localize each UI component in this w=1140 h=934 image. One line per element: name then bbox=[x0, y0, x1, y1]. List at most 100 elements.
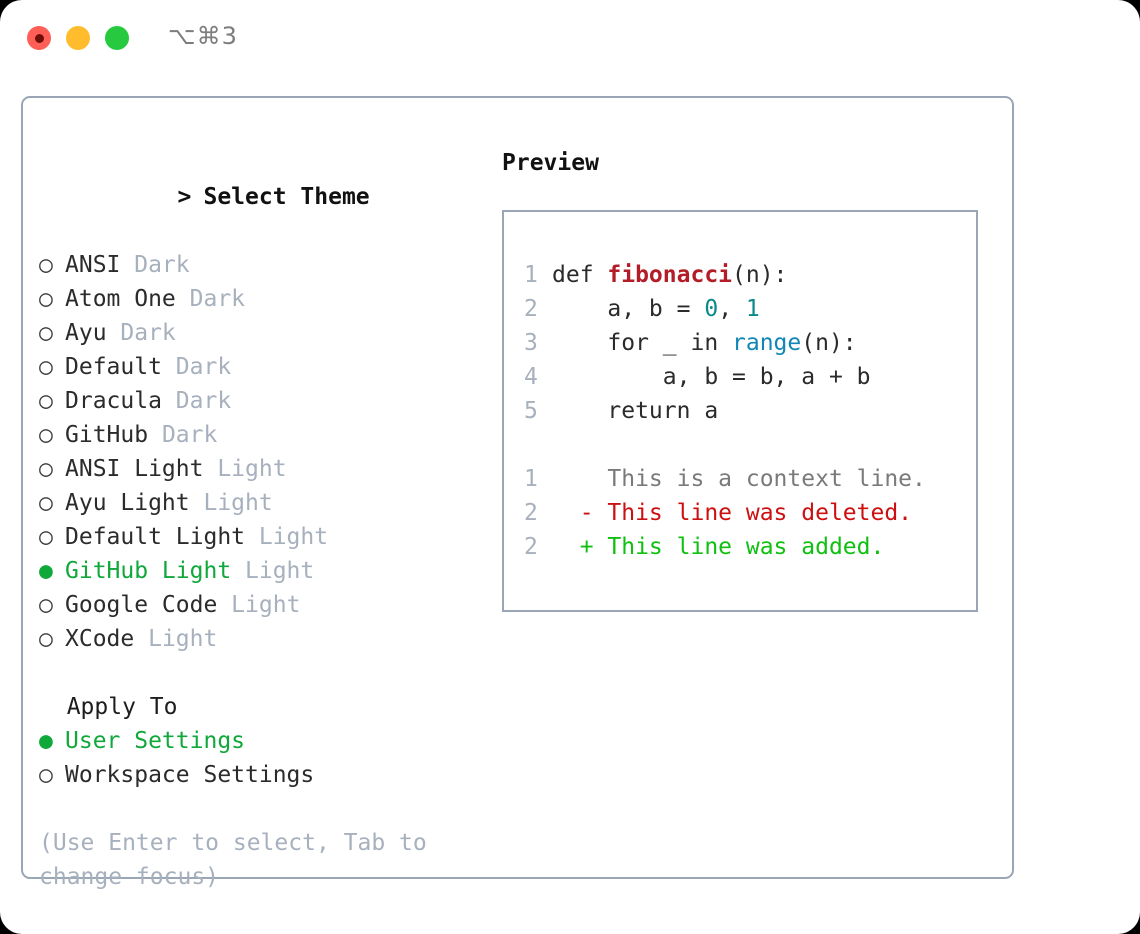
theme-item-google-code[interactable]: ○ Google Code Light bbox=[39, 588, 489, 622]
apply-to-option-workspace-settings[interactable]: ○ Workspace Settings bbox=[39, 758, 489, 792]
theme-item-label: ANSI Light bbox=[65, 456, 204, 482]
prompt-caret-icon: > bbox=[177, 184, 206, 210]
diff-line-del: 2 - This line was deleted. bbox=[524, 496, 976, 530]
select-theme-heading: > Select Theme bbox=[39, 146, 489, 248]
code-token: , bbox=[718, 296, 746, 322]
preview-heading: Preview bbox=[502, 150, 599, 176]
code-token: for _ in bbox=[552, 330, 733, 356]
code-token: range bbox=[732, 330, 802, 356]
theme-item-variant-tag: Dark bbox=[175, 286, 246, 312]
theme-item-xcode[interactable]: ○ XCode Light bbox=[39, 622, 489, 656]
diff-line-add: 2 + This line was added. bbox=[524, 530, 976, 564]
theme-item-variant-tag: Dark bbox=[161, 354, 232, 380]
code-line-number: 4 bbox=[524, 364, 538, 390]
theme-item-label: Dracula bbox=[65, 388, 162, 414]
diff-line-text: This line was deleted. bbox=[607, 500, 913, 526]
code-line-number: 3 bbox=[524, 330, 538, 356]
radio-unselected-icon: ○ bbox=[39, 286, 67, 312]
apply-to-option-user-settings[interactable]: ● User Settings bbox=[39, 724, 489, 758]
radio-unselected-icon: ○ bbox=[39, 354, 67, 380]
theme-item-default-light[interactable]: ○ Default Light Light bbox=[39, 520, 489, 554]
diff-sample: 1 This is a context line.2 - This line w… bbox=[524, 462, 976, 564]
radio-unselected-icon: ○ bbox=[39, 524, 67, 550]
code-line-number: 5 bbox=[524, 398, 538, 424]
code-token: fibonacci bbox=[607, 262, 733, 288]
radio-unselected-icon: ○ bbox=[39, 490, 67, 516]
theme-item-dracula[interactable]: ○ Dracula Dark bbox=[39, 384, 489, 418]
diff-line-number: 2 bbox=[524, 500, 538, 526]
hint-spacer bbox=[39, 792, 489, 826]
theme-item-label: Default bbox=[65, 354, 162, 380]
apply-to-heading: Apply To bbox=[39, 694, 178, 720]
code-line: 5 return a bbox=[524, 394, 976, 428]
theme-item-variant-tag: Light bbox=[245, 524, 329, 550]
code-token: 1 bbox=[745, 296, 760, 322]
radio-unselected-icon: ○ bbox=[39, 252, 67, 278]
theme-item-label: Atom One bbox=[65, 286, 176, 312]
theme-item-default[interactable]: ○ Default Dark bbox=[39, 350, 489, 384]
theme-item-label: XCode bbox=[65, 626, 135, 652]
theme-item-label: Google Code bbox=[65, 592, 218, 618]
theme-item-variant-tag: Dark bbox=[161, 388, 232, 414]
code-token: a, b = b, a + b bbox=[552, 364, 871, 390]
diff-line-number: 1 bbox=[524, 466, 538, 492]
radio-selected-icon: ● bbox=[39, 558, 67, 584]
radio-unselected-icon: ○ bbox=[39, 456, 67, 482]
theme-item-variant-tag: Dark bbox=[120, 252, 190, 278]
title-bar: ⌥⌘3 bbox=[0, 0, 1140, 76]
close-button[interactable] bbox=[27, 26, 51, 50]
theme-item-ayu-light[interactable]: ○ Ayu Light Light bbox=[39, 486, 489, 520]
diff-line-text: This line was added. bbox=[607, 534, 885, 560]
theme-item-ansi[interactable]: ○ ANSI Dark bbox=[39, 248, 489, 282]
apply-to-list: ● User Settings○ Workspace Settings bbox=[39, 724, 489, 792]
list-spacer bbox=[39, 656, 489, 690]
traffic-lights bbox=[27, 26, 129, 50]
diff-sign-marker: + bbox=[552, 534, 608, 560]
theme-item-variant-tag: Light bbox=[134, 626, 218, 652]
radio-selected-icon: ● bbox=[39, 728, 67, 754]
diff-line-ctx: 1 This is a context line. bbox=[524, 462, 976, 496]
radio-unselected-icon: ○ bbox=[39, 422, 67, 448]
minimize-button[interactable] bbox=[66, 26, 90, 50]
code-line-number: 1 bbox=[524, 262, 538, 288]
code-diff-gap bbox=[524, 428, 976, 462]
code-line: 3 for _ in range(n): bbox=[524, 326, 976, 360]
theme-item-label: ANSI bbox=[65, 252, 121, 278]
radio-unselected-icon: ○ bbox=[39, 320, 67, 346]
keyboard-shortcut-label: ⌥⌘3 bbox=[168, 22, 238, 50]
theme-item-github-light[interactable]: ● GitHub Light Light bbox=[39, 554, 489, 588]
radio-unselected-icon: ○ bbox=[39, 762, 67, 788]
radio-unselected-icon: ○ bbox=[39, 592, 67, 618]
diff-line-text: This is a context line. bbox=[607, 466, 926, 492]
theme-item-atom-one[interactable]: ○ Atom One Dark bbox=[39, 282, 489, 316]
keyboard-hint: (Use Enter to select, Tab to change focu… bbox=[39, 830, 441, 890]
apply-to-option-label: User Settings bbox=[65, 728, 246, 754]
apply-to-option-label: Workspace Settings bbox=[65, 762, 315, 788]
diff-line-number: 2 bbox=[524, 534, 538, 560]
theme-item-variant-tag: Light bbox=[217, 592, 301, 618]
theme-item-github[interactable]: ○ GitHub Dark bbox=[39, 418, 489, 452]
code-token: (n): bbox=[801, 330, 857, 356]
theme-item-variant-tag: Light bbox=[189, 490, 273, 516]
theme-list: ○ ANSI Dark○ Atom One Dark○ Ayu Dark○ De… bbox=[39, 248, 489, 656]
theme-item-ansi-light[interactable]: ○ ANSI Light Light bbox=[39, 452, 489, 486]
theme-item-label: GitHub Light bbox=[65, 558, 232, 584]
code-line: 2 a, b = 0, 1 bbox=[524, 292, 976, 326]
theme-item-label: Ayu bbox=[65, 320, 107, 346]
code-token: a, b = bbox=[552, 296, 705, 322]
main-panel: > Select Theme ○ ANSI Dark○ Atom One Dar… bbox=[21, 96, 1014, 890]
theme-item-ayu[interactable]: ○ Ayu Dark bbox=[39, 316, 489, 350]
select-theme-title: Select Theme bbox=[203, 184, 370, 210]
maximize-button[interactable] bbox=[105, 26, 129, 50]
code-token: def bbox=[552, 262, 608, 288]
diff-sign-marker: - bbox=[552, 500, 608, 526]
code-token: (n): bbox=[732, 262, 788, 288]
theme-item-label: Ayu Light bbox=[65, 490, 190, 516]
radio-unselected-icon: ○ bbox=[39, 388, 67, 414]
code-token: return a bbox=[552, 398, 719, 424]
theme-item-variant-tag: Dark bbox=[106, 320, 176, 346]
theme-selector-column: > Select Theme ○ ANSI Dark○ Atom One Dar… bbox=[39, 146, 489, 894]
